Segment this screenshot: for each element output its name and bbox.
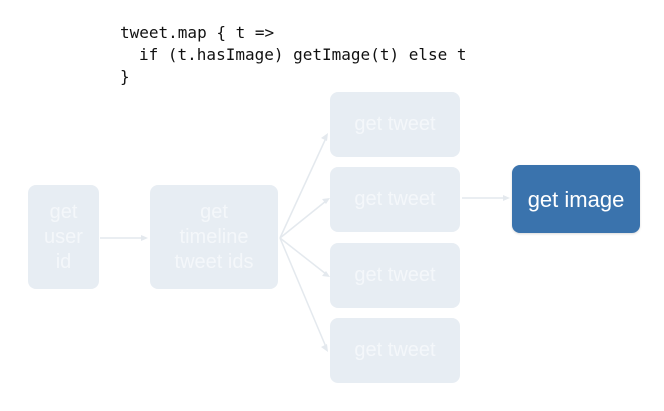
edge-timeline-to-tweet-4-arrowhead bbox=[321, 344, 328, 352]
node-label: get tweet bbox=[354, 188, 436, 210]
node-get-tweet-2: get tweet bbox=[330, 167, 460, 232]
node-get-tweet-1: get tweet bbox=[330, 92, 460, 157]
node-label: get tweet bbox=[354, 113, 436, 135]
node-label: get image bbox=[527, 186, 625, 212]
edge-timeline-to-tweet-1-arrowhead bbox=[321, 133, 328, 141]
node-get-timeline-tweet-ids: get timeline tweet ids bbox=[150, 185, 278, 289]
node-get-user-id: get user id bbox=[28, 185, 99, 289]
node-label-line: get bbox=[49, 200, 78, 223]
node-label-line: timeline bbox=[179, 225, 249, 248]
edge-timeline-to-tweet-1 bbox=[279, 137, 327, 239]
node-label: get tweet bbox=[354, 264, 436, 286]
edge-tweet-2-to-image-arrowhead bbox=[503, 195, 510, 201]
code-line-2: if (t.hasImage) getImage(t) else t bbox=[139, 45, 467, 64]
code-line-1: tweet.map { t => bbox=[120, 23, 275, 42]
edge-timeline-to-tweet-2 bbox=[279, 200, 327, 239]
edge-timeline-to-tweet-3 bbox=[279, 237, 327, 275]
node-label-line: id bbox=[55, 250, 72, 273]
edge-timeline-to-tweet-4 bbox=[279, 237, 327, 348]
node-label: get tweet bbox=[354, 339, 436, 361]
edge-timeline-to-tweet-2-arrowhead bbox=[322, 198, 330, 204]
node-label-line: tweet ids bbox=[174, 250, 254, 273]
code-line-3: } bbox=[120, 67, 130, 86]
code-snippet: tweet.map { t => if (t.hasImage) getImage… bbox=[120, 22, 467, 88]
edge-user-to-timeline-arrowhead bbox=[141, 235, 148, 241]
node-label-line: user bbox=[44, 225, 83, 248]
node-get-tweet-3: get tweet bbox=[330, 243, 460, 308]
node-label-line: get bbox=[200, 200, 228, 223]
node-get-tweet-4: get tweet bbox=[330, 318, 460, 383]
edge-timeline-to-tweet-3-arrowhead bbox=[322, 271, 330, 277]
node-get-image: get image bbox=[512, 165, 640, 233]
